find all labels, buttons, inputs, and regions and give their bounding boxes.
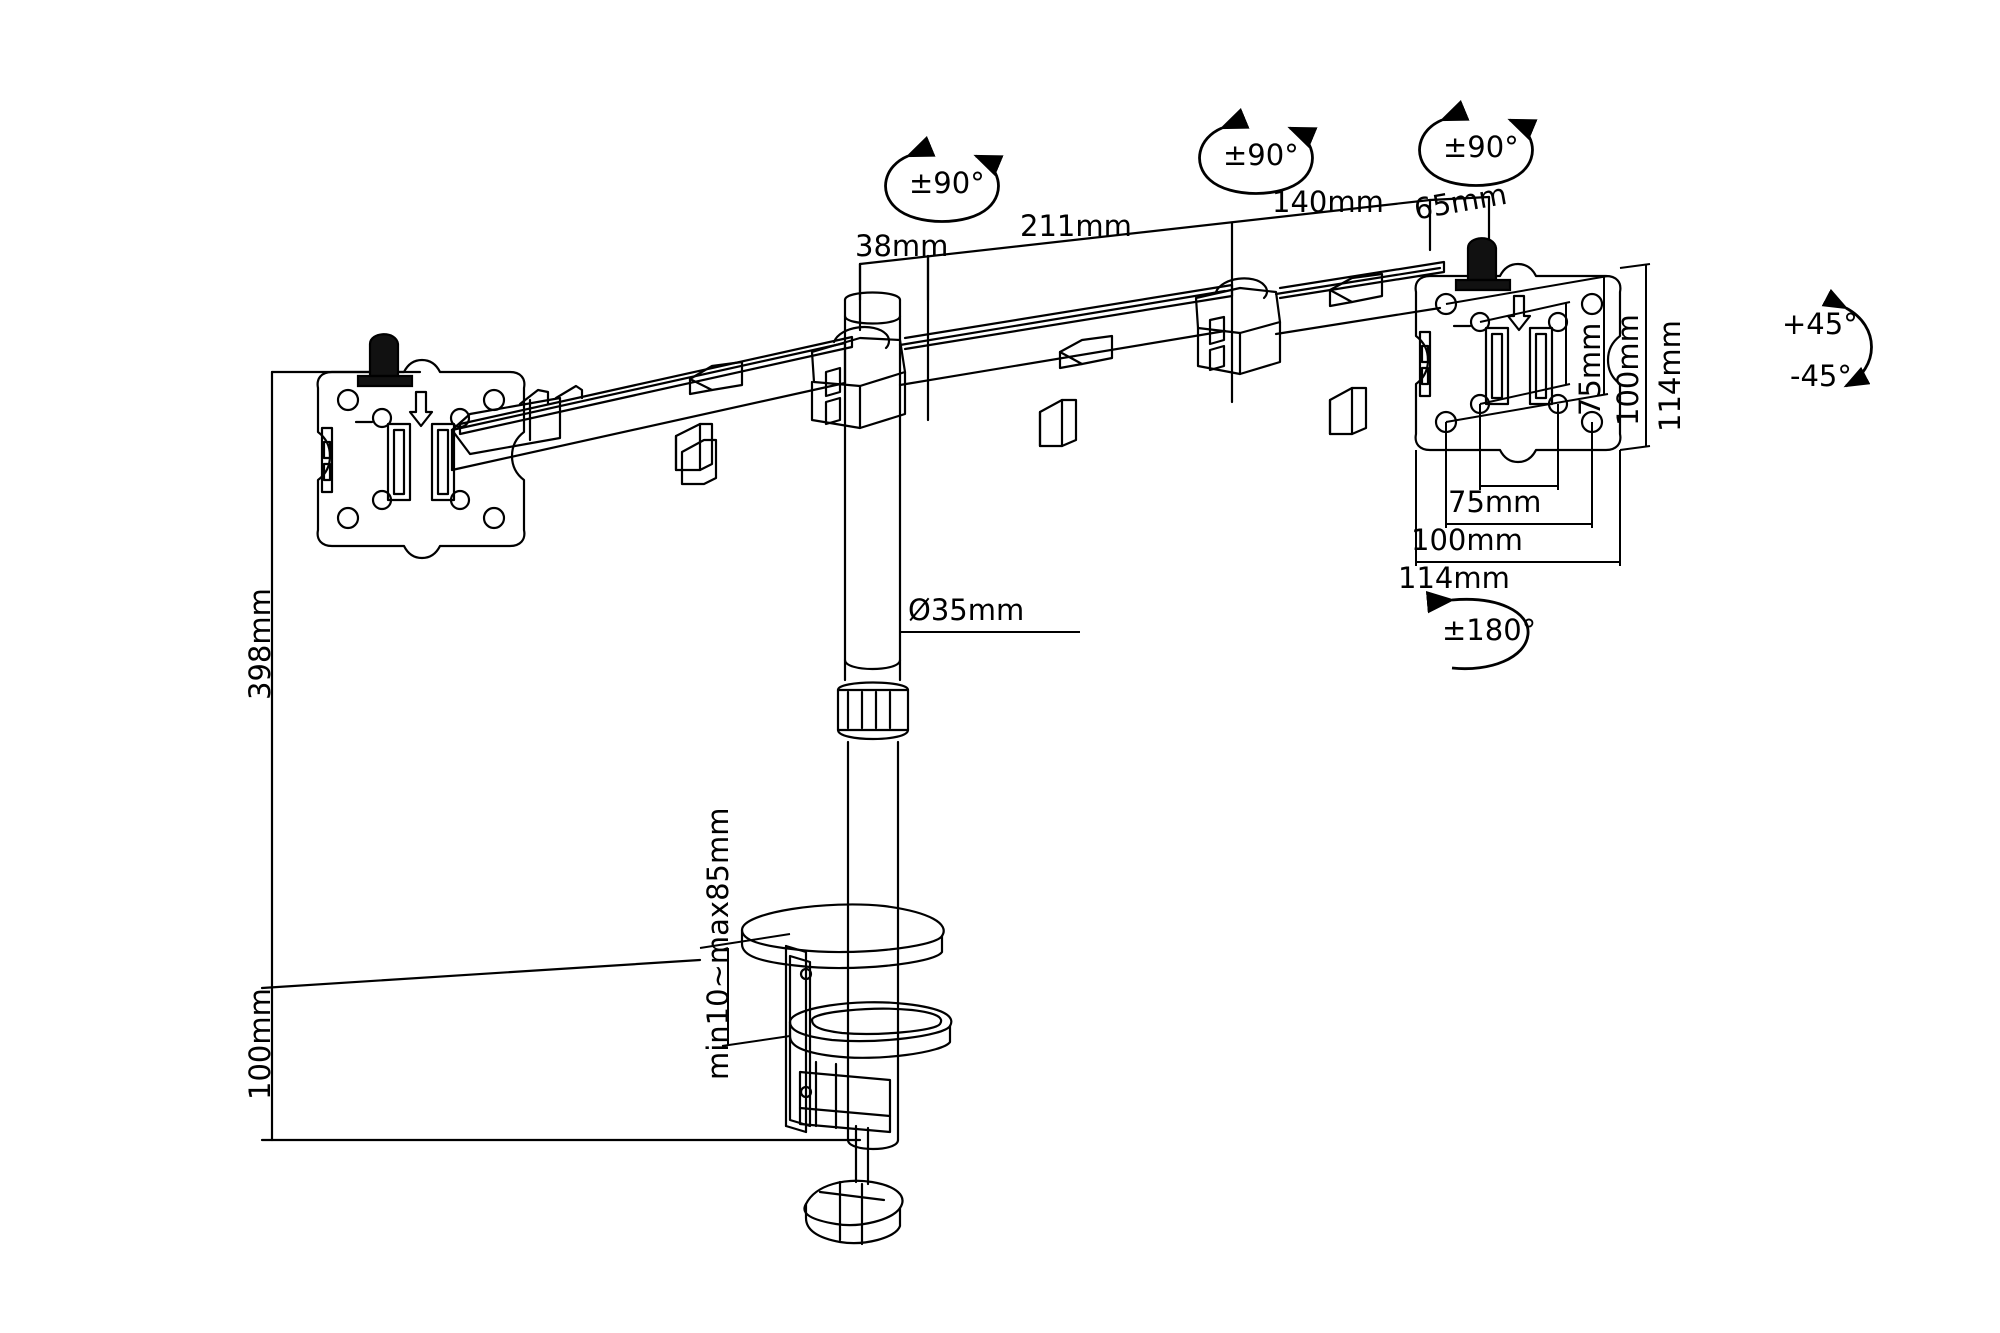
dim-desk-to-floor: 100mm bbox=[243, 988, 277, 1100]
dim-pole-diameter: Ø35mm bbox=[908, 593, 1025, 627]
dim-vesa-h-75: 75mm bbox=[1448, 485, 1542, 519]
tilt-up-label: +45° bbox=[1782, 307, 1858, 341]
dim-vesa-h-114: 114mm bbox=[1398, 561, 1510, 595]
dim-pole-offset: 38mm bbox=[855, 229, 949, 263]
rotation-callout-right-arm-joint: ±90° bbox=[1443, 130, 1519, 164]
dim-vesa-v-114: 114mm bbox=[1653, 320, 1687, 432]
dim-vesa-v-75: 75mm bbox=[1573, 322, 1607, 416]
dim-total-height: 398mm bbox=[243, 588, 277, 700]
rotation-callout-center-joint: ±90° bbox=[1223, 138, 1299, 172]
rotation-callout-right-head-swivel: ±180° bbox=[1442, 613, 1537, 647]
dim-clamp-thickness: min10~max85mm bbox=[701, 807, 735, 1080]
rotation-callout-left-arm-joint: ±90° bbox=[909, 166, 985, 200]
dim-vesa-h-100: 100mm bbox=[1411, 523, 1523, 557]
tilt-down-label: -45° bbox=[1790, 359, 1852, 393]
dim-vesa-v-100: 100mm bbox=[1611, 314, 1645, 426]
dim-inner-arm-length: 211mm bbox=[1020, 209, 1132, 243]
dim-outer-arm-length: 140mm bbox=[1272, 185, 1384, 219]
